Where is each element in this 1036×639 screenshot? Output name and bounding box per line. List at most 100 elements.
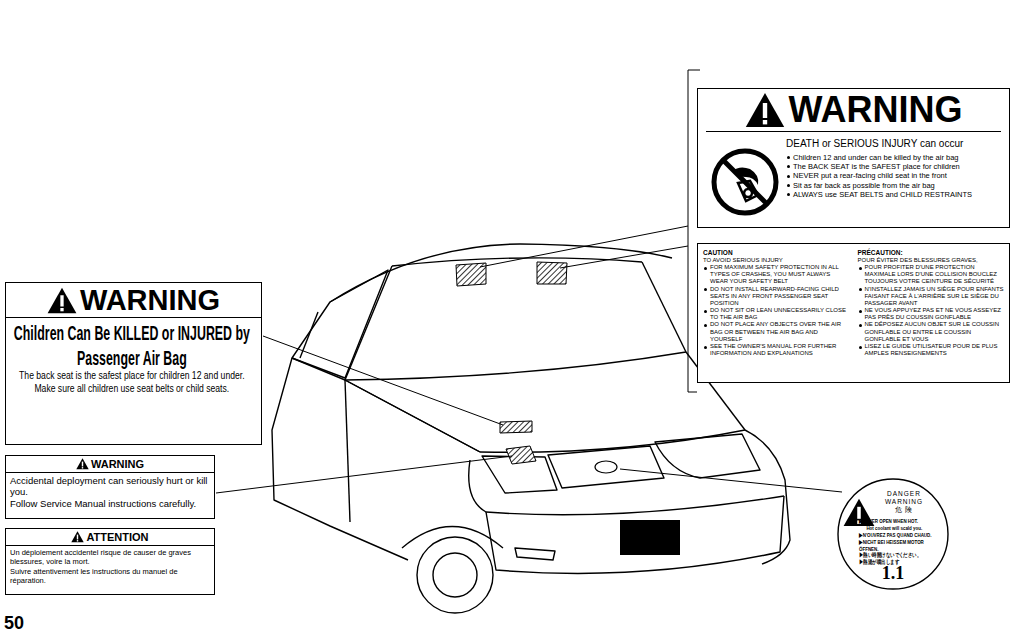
text-group: ATTENTION <box>6 529 214 546</box>
label-heading: DANGER <box>873 490 935 498</box>
label-text: LISEZ LE GUIDE UTILISATEUR POUR DE PLUS … <box>858 343 1005 357</box>
label-text: NE DÉPOSEZ AUCUN OBJET SUR LE COUSSIN GO… <box>858 321 1005 343</box>
exclamation-bar <box>82 462 83 467</box>
label-text: DO NOT INSTALL REARWARD-FACING CHILD SEA… <box>703 286 850 308</box>
exclamation-bar <box>60 295 63 306</box>
visor-label <box>537 262 567 284</box>
label-text: Children Can Be KILLED or INJURED by Pas… <box>8 321 256 369</box>
exclamation-dot <box>77 540 78 541</box>
label-text: 1.1 <box>837 564 949 584</box>
exclamation-dot <box>762 120 766 124</box>
label-text: ▶N'OUVREZ PAS QUAND CHAUD. <box>859 532 942 539</box>
belt-line <box>292 358 480 452</box>
label-text: NE VOUS APPUYEZ PAS ET NE VOUS ASSEYEZ P… <box>858 307 1005 321</box>
label-text: Follow Service Manual instructions caref… <box>10 498 210 509</box>
warning-triangle <box>745 92 785 128</box>
text-group: ▶NEVER OPEN WHEN HOT.Hot coolant will sc… <box>859 518 942 566</box>
wheel-rim <box>433 553 477 597</box>
page-number: 50 <box>4 613 24 634</box>
windshield-pillar <box>642 262 686 352</box>
text-group: DEATH or SERIOUS INJURY can occurChildre… <box>786 138 1001 199</box>
windshield-top <box>392 258 642 266</box>
exclamation-dot <box>60 308 63 311</box>
air-bag-warning-label: WARNING Children Can Be KILLED or INJURED… <box>5 282 262 445</box>
label-text: DO NOT PLACE ANY OBJECTS OVER THE AIR BA… <box>703 321 850 343</box>
fog-light <box>515 548 555 560</box>
label-text: ▶熱い時開けないでください。 <box>859 552 942 559</box>
label-text: ALWAYS use SEAT BELTS and CHILD RESTRAIN… <box>786 190 1001 199</box>
caution-label: CAUTIONTO AVOID SERIOUS INJURYFOR MAXIMU… <box>697 243 1010 383</box>
exclamation-bar <box>762 103 766 118</box>
hood-front-label <box>506 446 536 464</box>
label-text: POUR PROFITER D'UNE PROTECTION MAXIMALE … <box>858 264 1005 286</box>
warning-triangle <box>71 531 84 543</box>
prohibition-ring <box>714 151 776 213</box>
label-text: Suivre attentivement les instructions du… <box>10 567 210 586</box>
license-plate <box>620 520 680 555</box>
label-text: POUR ÉVITER DES BLESSURES GRAVES, <box>858 257 1005 264</box>
warning-label: WARNING DEATH or SERIOUS INJURY can occur… <box>697 88 1010 228</box>
bumper-lower <box>486 496 784 573</box>
text-group: DANGERWARNING危 険 <box>873 490 935 514</box>
grille <box>548 446 664 488</box>
headlight <box>655 434 760 478</box>
label-text: Un déploiement accidentel risque de caus… <box>10 548 210 567</box>
triangle <box>48 287 77 313</box>
text-group: CAUTIONTO AVOID SERIOUS INJURYFOR MAXIMU… <box>703 249 850 377</box>
leader-line <box>560 246 688 268</box>
label-text: DEATH or SERIOUS INJURY can occur <box>786 138 1001 151</box>
label-heading: WARNING <box>789 92 963 128</box>
body-side <box>272 358 408 560</box>
door-line <box>345 380 350 522</box>
label-heading: CAUTION <box>703 249 850 257</box>
label-text: 危 険 <box>873 506 935 514</box>
deployment-warning-label: WARNING Accidental deployment can serious… <box>5 455 215 519</box>
deployment-attention-label: ATTENTION Un déploiement accidentel risqu… <box>5 528 215 595</box>
circle-outline <box>838 479 948 589</box>
exclamation-bar <box>77 535 78 540</box>
label-text: The BACK SEAT is the SAFEST place for ch… <box>786 162 1001 171</box>
label-text: PRÉCAUTION: <box>858 249 1005 257</box>
label-heading: ATTENTION <box>86 531 148 543</box>
side-window <box>292 270 388 378</box>
label-text: WARNING <box>873 498 935 506</box>
text-group: WARNING <box>6 456 214 473</box>
text-group: Un déploiement accidentel risque de caus… <box>6 546 214 589</box>
label-text: ▶NICHT BEI HEISSEM MOTOR ÖFFNEN. <box>859 539 942 553</box>
label-text: Accidental deployment can seriously hurt… <box>10 475 210 498</box>
text-group: The back seat is the safest place for ch… <box>6 369 261 395</box>
label-text: TO AVOID SERIOUS INJURY <box>703 257 850 264</box>
text-group: Children Can Be KILLED or INJURED by Pas… <box>6 318 261 369</box>
label-heading: WARNING <box>91 458 144 470</box>
text-group: PRÉCAUTION:POUR ÉVITER DES BLESSURES GRA… <box>858 249 1005 377</box>
label-text: The back seat is the safest place for ch… <box>8 369 256 395</box>
leader-line <box>620 469 842 492</box>
hood-left <box>345 380 480 452</box>
hood-label <box>500 421 532 433</box>
leader-line <box>480 226 688 267</box>
windshield-pillar <box>345 266 392 380</box>
cowl-line <box>345 352 686 380</box>
text-group: WARNING <box>706 92 1001 132</box>
label-text: Children 12 and under can be killed by t… <box>786 153 1001 162</box>
label-text: SEE THE OWNER'S MANUAL FOR FURTHER INFOR… <box>703 343 850 357</box>
leader-line <box>216 456 512 493</box>
bumper <box>469 460 784 515</box>
tire <box>417 537 493 613</box>
label-text: DO NOT SIT OR LEAN UNNECESSARILY CLOSE T… <box>703 307 850 321</box>
label-heading: WARNING <box>80 285 220 315</box>
label-text: FOR MAXIMUM SAFETY PROTECTION IN ALL TYP… <box>703 264 850 286</box>
emblem <box>595 461 617 473</box>
leader-line <box>263 336 503 425</box>
triangle <box>745 93 783 127</box>
text-group: WARNING <box>6 283 261 318</box>
warning-triangle <box>47 287 77 314</box>
no-child-seat-icon <box>710 147 780 217</box>
label-text: ▶NEVER OPEN WHEN HOT. <box>859 518 942 525</box>
exclamation-bar <box>857 507 861 519</box>
triangle <box>76 459 88 470</box>
prohibition-slash <box>723 160 767 204</box>
triangle <box>72 532 84 543</box>
warning-triangle <box>76 458 89 470</box>
